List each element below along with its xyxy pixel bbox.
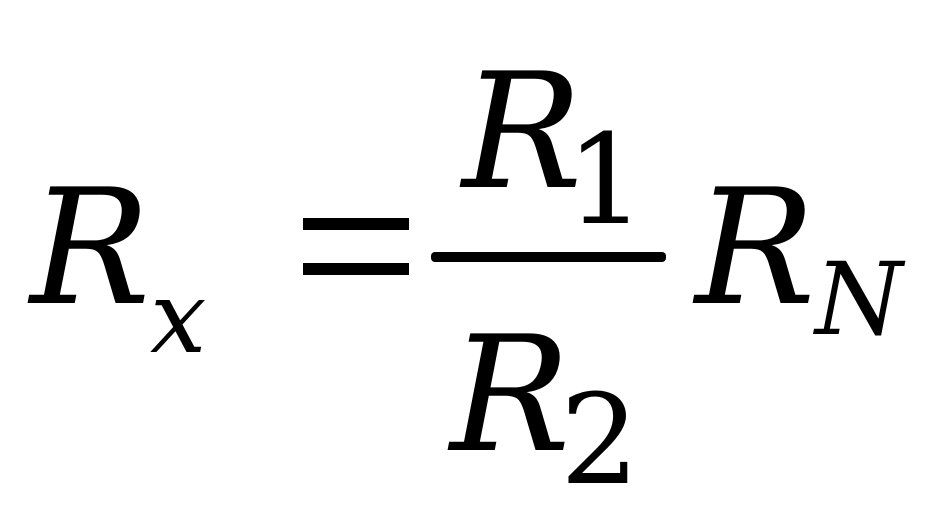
lhs-subscript: x	[150, 259, 207, 376]
equals-bar-top	[303, 218, 409, 230]
factor-subscript: N	[815, 241, 903, 358]
fraction-bar	[431, 252, 666, 262]
factor-symbol: R	[695, 154, 816, 341]
lhs-symbol: R	[30, 154, 151, 341]
denominator-symbol: R	[450, 301, 571, 488]
denominator-subscript: 2	[560, 368, 640, 513]
numerator-subscript: 1	[566, 108, 646, 253]
equals-bar-bottom	[303, 263, 409, 275]
numerator-symbol: R	[462, 38, 583, 225]
